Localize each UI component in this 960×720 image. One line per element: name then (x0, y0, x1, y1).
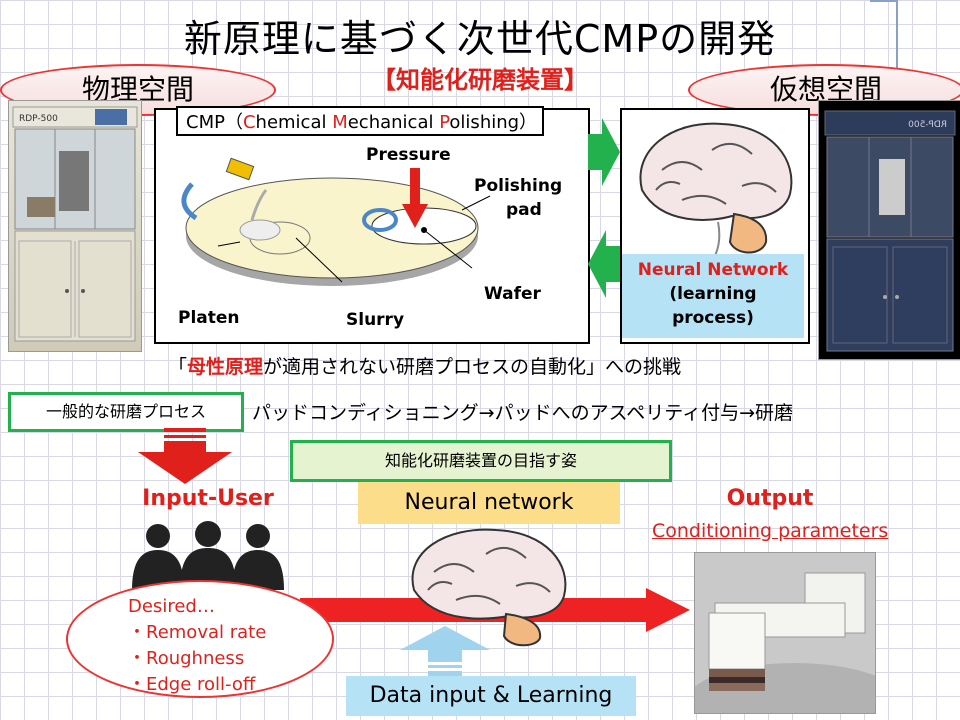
brain-icon (411, 528, 567, 647)
decor-line (896, 0, 898, 120)
machine-model-text: RDP-500 (908, 120, 947, 130)
wafer-label: Wafer (484, 284, 541, 304)
arrow-up-icon (400, 626, 490, 676)
challenge-highlight: 母性原理 (187, 356, 264, 378)
process-flow-text: パッドコンディショニング→パッドへのアスペリティ付与→研磨 (252, 402, 794, 424)
arrow-right-icon (588, 118, 620, 186)
cmp-diagram-panel (154, 108, 590, 344)
machine-model-text: RDP-500 (19, 114, 58, 124)
cmp-title-part: olishing） (449, 112, 538, 133)
brain-icon (639, 122, 793, 259)
virtual-machine-photo: RDP-500 (818, 100, 960, 360)
conditioner-illustration (695, 553, 875, 713)
desired-heading: Desired… (128, 596, 215, 617)
pressure-label: Pressure (366, 145, 451, 165)
arrow-down-icon (138, 428, 232, 484)
polishing-pad-label-1: Polishing (474, 176, 563, 196)
machine-illustration: RDP-500 (12, 106, 138, 342)
challenge-statement: 「母性原理が適用されない研磨プロセスの自動化」への挑戦 (168, 352, 808, 379)
polishing-pad-label-2: pad (506, 200, 542, 220)
cmp-title-initial: M (332, 112, 348, 133)
cmp-title: CMP（Chemical Mechanical Polishing） (176, 106, 544, 136)
platen-label: Platen (178, 308, 240, 328)
desired-item-roughness: ・Roughness (128, 648, 245, 669)
decor-line (870, 0, 896, 2)
cmp-title-initial: C (242, 112, 256, 133)
goal-box: 知能化研磨装置の目指す姿 (290, 440, 672, 482)
machine-illustration: RDP-500 (824, 110, 956, 352)
arrow-down-icon (402, 168, 428, 228)
cmp-title-part: hemical (255, 112, 333, 133)
process-line: process) (672, 308, 754, 328)
desired-item-edge-roll-off: ・Edge roll-off (128, 674, 256, 695)
output-label: Output (726, 486, 814, 511)
desired-item-removal-rate: ・Removal rate (128, 622, 267, 643)
learning-line: (learning (669, 284, 757, 304)
cmp-title-initial: P (439, 112, 450, 133)
conditioner-photo (694, 552, 876, 714)
slurry-label: Slurry (346, 310, 405, 330)
neural-network-caption: Neural Network (learning process) (622, 254, 804, 338)
polishing-machine-photo: RDP-500 (8, 100, 142, 352)
input-user-label: Input-User (142, 486, 274, 511)
page-subtitle: 【知能化研磨装置】 (372, 66, 588, 94)
cmp-title-part: CMP（ (186, 112, 243, 133)
desired-ellipse: Desired… ・Removal rate ・Roughness ・Edge … (66, 580, 334, 698)
neural-network-title: Neural Network (637, 260, 789, 280)
challenge-suffix: が適用されない研磨プロセスの自動化」への挑戦 (263, 356, 682, 378)
cmp-diagram (181, 157, 491, 286)
cmp-title-part: echanical (347, 112, 440, 133)
neural-network-banner: Neural network (358, 482, 620, 524)
general-process-box: 一般的な研磨プロセス (8, 392, 244, 432)
conditioning-parameters-label: Conditioning parameters (652, 520, 889, 542)
page-title: 新原理に基づく次世代CMPの開発 (183, 17, 777, 61)
challenge-prefix: 「 (168, 356, 188, 378)
arrow-left-icon (588, 230, 620, 298)
data-input-learning-box: Data input & Learning (346, 676, 636, 716)
